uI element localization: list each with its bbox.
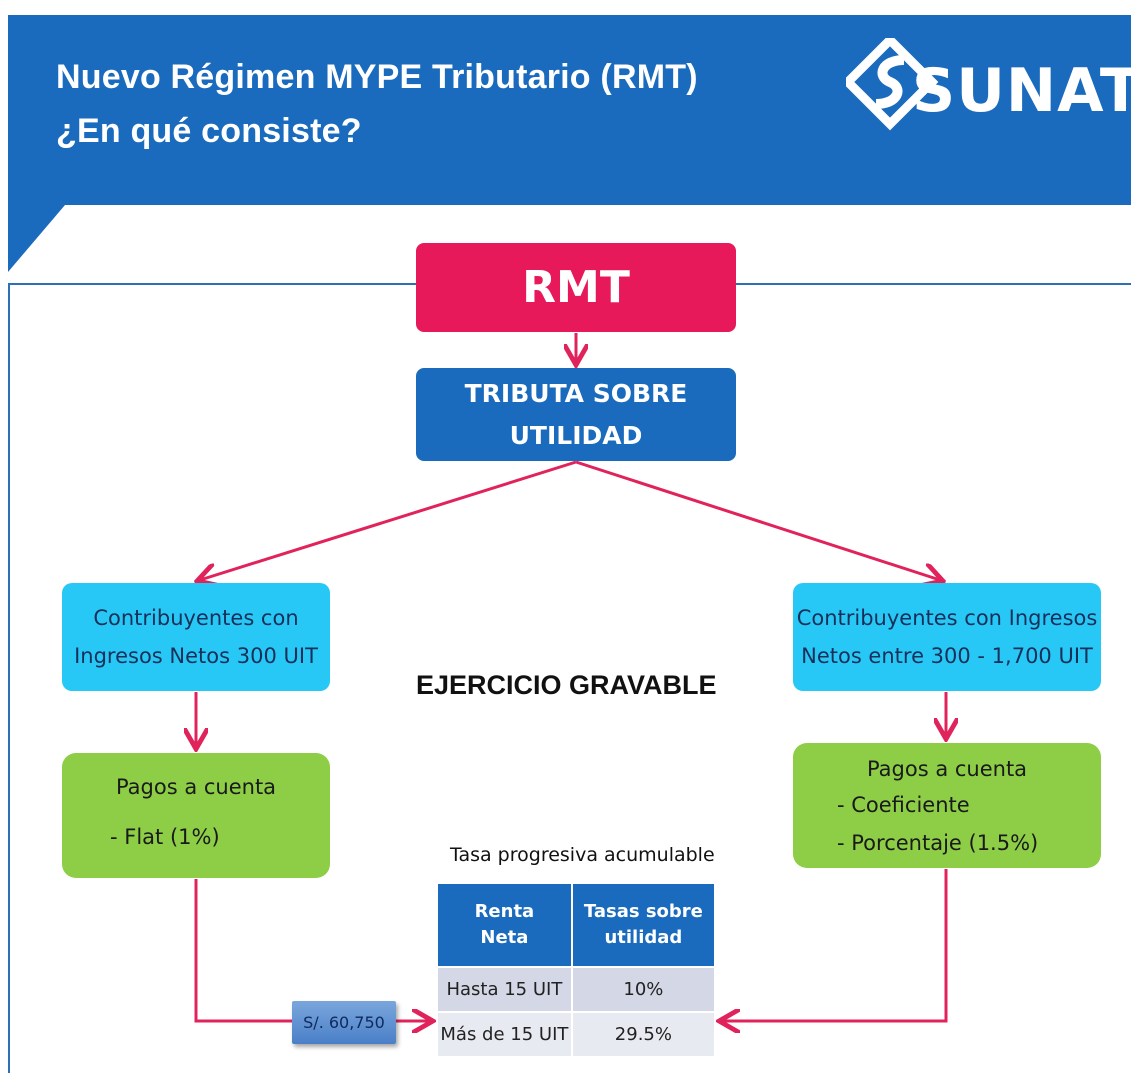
ejercicio-gravable-label: EJERCICIO GRAVABLE bbox=[416, 670, 717, 700]
rmt-label: RMT bbox=[522, 262, 630, 313]
table-row: Más de 15 UIT 29.5% bbox=[436, 1011, 717, 1058]
page-subtitle: ¿En qué consiste? bbox=[56, 112, 362, 150]
tributa-line2: UTILIDAD bbox=[509, 420, 643, 450]
header-tasas-sobre-utilidad: Tasas sobre utilidad bbox=[570, 882, 717, 968]
renta-cell: Hasta 15 UIT bbox=[436, 966, 573, 1013]
rmt-box: RMT bbox=[416, 243, 736, 332]
left-contrib-line1: Contribuyentes con bbox=[93, 606, 299, 630]
right-pagos-box: Pagos a cuenta - Coeficiente - Porcentaj… bbox=[793, 743, 1101, 868]
left-contrib-line2: Ingresos Netos 300 UIT bbox=[74, 644, 318, 668]
logo-wordmark: SUNAT bbox=[912, 56, 1131, 126]
amount-badge: S/. 60,750 bbox=[292, 1001, 396, 1044]
left-pagos-title: Pagos a cuenta bbox=[115, 775, 277, 799]
arrow-right-pagos-to-table bbox=[722, 869, 948, 1021]
left-pagos-item: - Flat (1%) bbox=[110, 825, 220, 849]
table-caption: Tasa progresiva acumulable bbox=[450, 844, 715, 866]
arrow-tributa-to-right bbox=[575, 460, 940, 580]
tributa-box: TRIBUTA SOBRE UTILIDAD bbox=[416, 368, 736, 461]
table-row: Hasta 15 UIT 10% bbox=[436, 966, 717, 1013]
right-pagos-item-porcentaje: - Porcentaje (1.5%) bbox=[837, 831, 1039, 855]
right-pagos-item-coeficiente: - Coeficiente bbox=[837, 793, 970, 817]
arrow-tributa-to-left bbox=[200, 460, 577, 580]
right-contrib-line1: Contribuyentes con Ingresos bbox=[796, 606, 1098, 630]
left-contributors-box: Contribuyentes con Ingresos Netos 300 UI… bbox=[62, 583, 330, 691]
header-renta-neta: Renta Neta bbox=[436, 882, 573, 968]
renta-cell: Más de 15 UIT bbox=[436, 1011, 573, 1058]
right-contrib-line2: Netos entre 300 - 1,700 UIT bbox=[801, 644, 1093, 668]
page-title: Nuevo Régimen MYPE Tributario (RMT) bbox=[56, 58, 698, 96]
rate-table: Renta Neta Tasas sobre utilidad Hasta 15… bbox=[436, 882, 717, 1058]
sunat-logo-icon bbox=[846, 38, 939, 131]
tributa-line1: TRIBUTA SOBRE bbox=[464, 378, 688, 408]
right-contributors-box: Contribuyentes con Ingresos Netos entre … bbox=[793, 583, 1101, 691]
left-pagos-box: Pagos a cuenta - Flat (1%) bbox=[62, 753, 330, 878]
tasa-cell: 29.5% bbox=[570, 1011, 717, 1058]
tasa-cell: 10% bbox=[570, 966, 717, 1013]
right-pagos-title: Pagos a cuenta bbox=[866, 757, 1028, 781]
arrow-left-pagos-to-table bbox=[194, 879, 430, 1021]
